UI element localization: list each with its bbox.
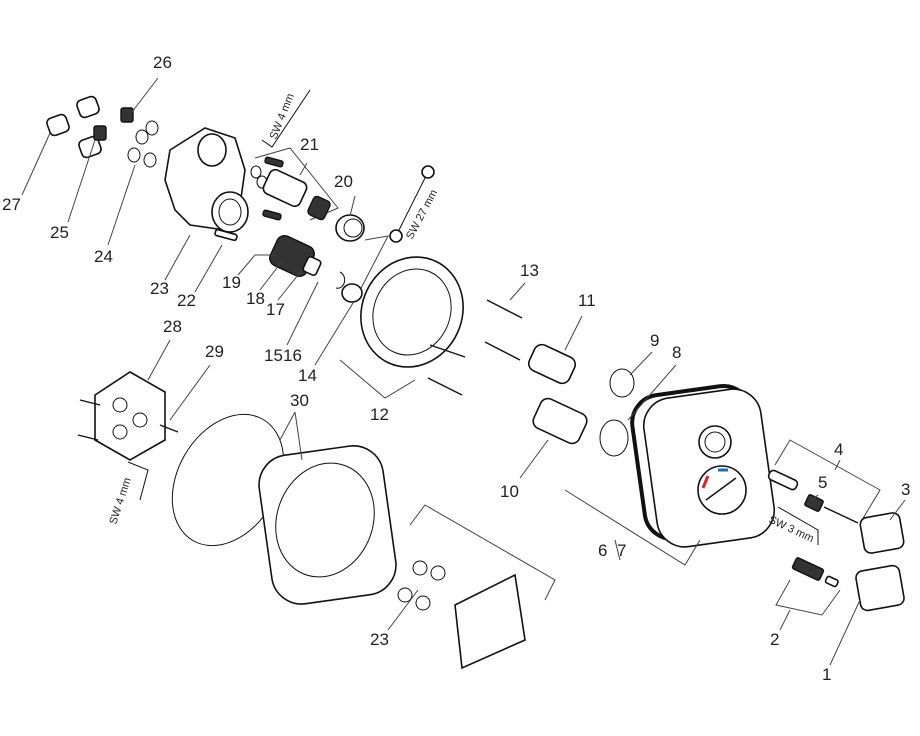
part-11-extension (527, 343, 577, 385)
part-13-screws (427, 299, 523, 396)
hex-key-lower: SW 4 mm (107, 461, 149, 526)
part-28-29-body (77, 371, 179, 461)
callout-6: 6 (598, 541, 607, 560)
callout-23: 23 (150, 279, 169, 298)
part-23-orings-and-plate (397, 504, 556, 670)
part-valve-body (164, 127, 249, 242)
callout-24: 24 (94, 247, 113, 266)
callout-8: 8 (672, 343, 681, 362)
part-1-handle (855, 564, 905, 612)
part-4-5-spindle (767, 439, 881, 524)
callout-16: 16 (283, 346, 302, 365)
part-2-spindle (775, 557, 841, 616)
hot-indicator (701, 475, 710, 489)
part-12-mounting-ring (339, 256, 464, 399)
tool-label-sw27: SW 27 mm (404, 188, 440, 242)
callout-2: 2 (770, 630, 779, 649)
callout-27: 27 (2, 195, 21, 214)
part-21-cartridge (250, 147, 339, 221)
tool-label-sw4-lower: SW 4 mm (107, 476, 133, 526)
callout-26: 26 (153, 53, 172, 72)
leader-lines (21, 77, 906, 666)
callout-12: 12 (370, 405, 389, 424)
part-9-8-orings (599, 368, 635, 457)
callout-18: 18 (246, 289, 265, 308)
callout-19: 19 (222, 273, 241, 292)
part-24-orings (127, 120, 159, 168)
callout-20: 20 (334, 172, 353, 191)
part-6-7-trim-plate (564, 383, 776, 566)
callout-10: 10 (500, 482, 519, 501)
callout-11: 11 (578, 291, 596, 310)
part-19-cartridge (269, 234, 363, 303)
callout-30: 30 (290, 391, 309, 410)
callout-23-lower: 23 (370, 630, 389, 649)
callout-4: 4 (834, 440, 843, 459)
part-20-cap (335, 214, 365, 242)
tool-label-sw3: SW 3 mm (767, 514, 816, 545)
callout-9: 9 (650, 331, 659, 350)
callout-labels: 1 2 3 4 5 6 7 8 9 10 11 12 13 14 15 16 1… (2, 53, 910, 684)
callout-29: 29 (205, 342, 224, 361)
callout-5: 5 (818, 473, 827, 492)
part-30-frame (258, 445, 397, 605)
callout-13: 13 (520, 261, 539, 280)
callout-1: 1 (822, 665, 831, 684)
part-27-caps (46, 95, 102, 159)
callout-17: 17 (266, 300, 285, 319)
callout-15: 15 (264, 346, 283, 365)
callout-14: 14 (298, 366, 317, 385)
callout-21: 21 (300, 135, 319, 154)
part-25-26-valves (93, 107, 134, 141)
part-10-extension (532, 397, 588, 445)
callout-7: 7 (617, 541, 626, 560)
part-3-handle (859, 512, 905, 554)
callout-25: 25 (50, 223, 69, 242)
callout-28: 28 (163, 317, 182, 336)
callout-3: 3 (901, 480, 910, 499)
callout-22: 22 (177, 291, 196, 310)
